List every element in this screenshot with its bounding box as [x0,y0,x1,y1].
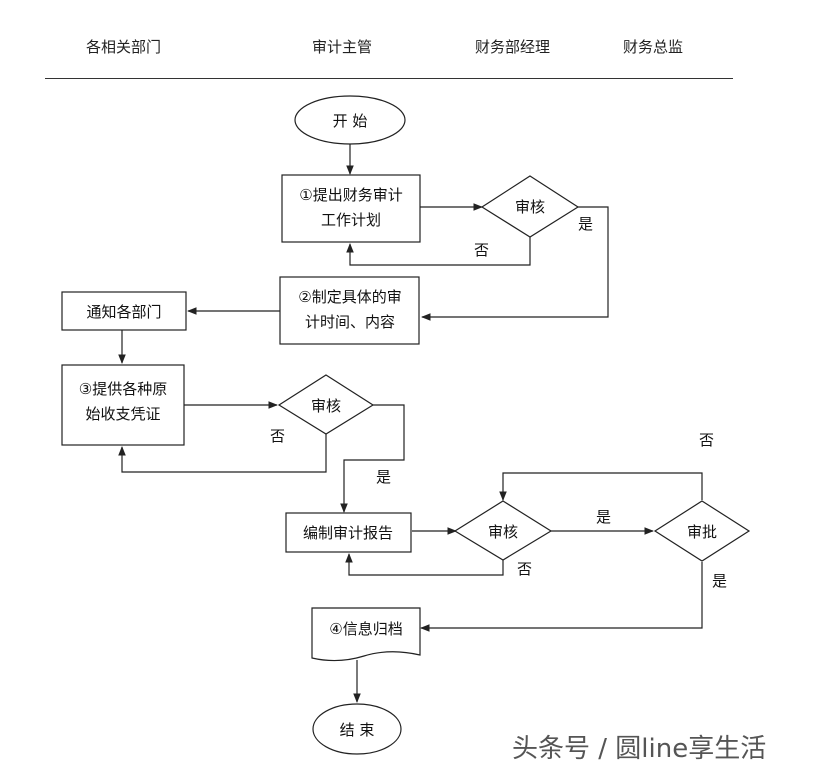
start-label: 开 始 [333,112,368,130]
header-divider [45,78,733,79]
notify-label: 通知各部门 [86,303,161,321]
end-node [312,703,402,755]
plan-label-line2: 工作计划 [321,211,381,229]
provide-label-line2: 始收支凭证 [85,405,160,423]
schedule-label-line1: ②制定具体的审 [298,288,401,306]
plan-label-line1: ①提出财务审计 [299,186,402,204]
start-node [294,95,406,145]
label-yes-review1: 是 [578,215,593,233]
label-no-approve: 否 [699,431,714,449]
archive-label: ④信息归档 [329,620,402,638]
report-box [285,512,412,553]
label-no-review1: 否 [474,241,489,259]
header-related-departments: 各相关部门 [86,38,162,56]
approve-label: 审批 [687,523,717,541]
review1-diamond [480,175,580,238]
approve-diamond [653,500,751,562]
edge-review3-no-to-report [345,553,504,576]
edge-review2-no-to-provide [118,434,327,473]
label-no-review3: 否 [517,560,532,578]
review3-label: 审核 [488,523,518,541]
plan-box [281,174,421,243]
watermark-text: 头条号 / 圆line享生活 [512,734,767,764]
edge-review1-no-to-plan [346,237,531,266]
schedule-label-line2: 计时间、内容 [305,313,395,331]
header-finance-manager: 财务部经理 [475,38,551,56]
review2-diamond [277,374,375,435]
label-yes-review2: 是 [376,468,391,486]
edge-approve-yes-to-archive [420,562,703,632]
review2-label: 审核 [311,397,341,415]
edge-review2-yes-to-report [340,404,405,513]
archive-document-shape [311,607,421,662]
header-audit-supervisor: 审计主管 [312,38,373,56]
provide-box [61,364,185,446]
provide-label-line1: ③提供各种原 [79,380,167,398]
header-finance-director: 财务总监 [623,38,684,56]
review1-label: 审核 [515,198,545,216]
label-yes-review3: 是 [596,508,611,526]
notify-box [61,291,187,331]
edge-review1-yes-to-schedule [421,206,609,321]
schedule-box [279,276,420,345]
label-yes-approve: 是 [712,572,727,590]
edge-approve-no-to-review3 [499,472,703,501]
report-label: 编制审计报告 [303,524,393,542]
label-no-review2: 否 [270,427,285,445]
review3-diamond [453,500,553,561]
end-label: 结 束 [340,721,375,739]
